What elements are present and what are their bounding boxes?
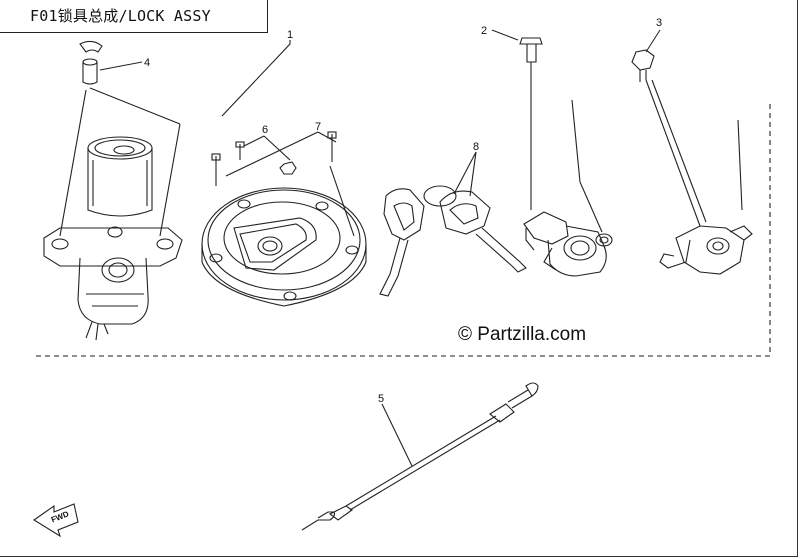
- diagram-title: F01锁具总成/LOCK ASSY: [30, 7, 211, 25]
- callout-8[interactable]: 8: [473, 141, 479, 153]
- callout-7[interactable]: 7: [315, 121, 321, 133]
- fwd-arrow: [32, 503, 79, 538]
- separator-dashed-line: [36, 100, 771, 357]
- seat-lock-drawing[interactable]: [519, 37, 613, 277]
- callout-3[interactable]: 3: [656, 17, 662, 29]
- fuel-cap-drawing[interactable]: [201, 40, 367, 307]
- callout-4[interactable]: 4: [144, 57, 150, 69]
- title-box: F01锁具总成/LOCK ASSY: [0, 0, 268, 33]
- watermark: © Partzilla.com: [458, 324, 587, 345]
- fwd-label: FWD: [50, 509, 70, 524]
- bracket-lock-drawing[interactable]: [631, 49, 753, 275]
- callout-1[interactable]: 1: [287, 29, 293, 41]
- cable-drawing[interactable]: [301, 382, 539, 531]
- ignition-lock-drawing[interactable]: [43, 40, 183, 341]
- callout-2[interactable]: 2: [481, 25, 487, 37]
- callout-5[interactable]: 5: [378, 393, 384, 405]
- callout-6[interactable]: 6: [262, 124, 268, 136]
- keys-drawing[interactable]: [379, 151, 527, 297]
